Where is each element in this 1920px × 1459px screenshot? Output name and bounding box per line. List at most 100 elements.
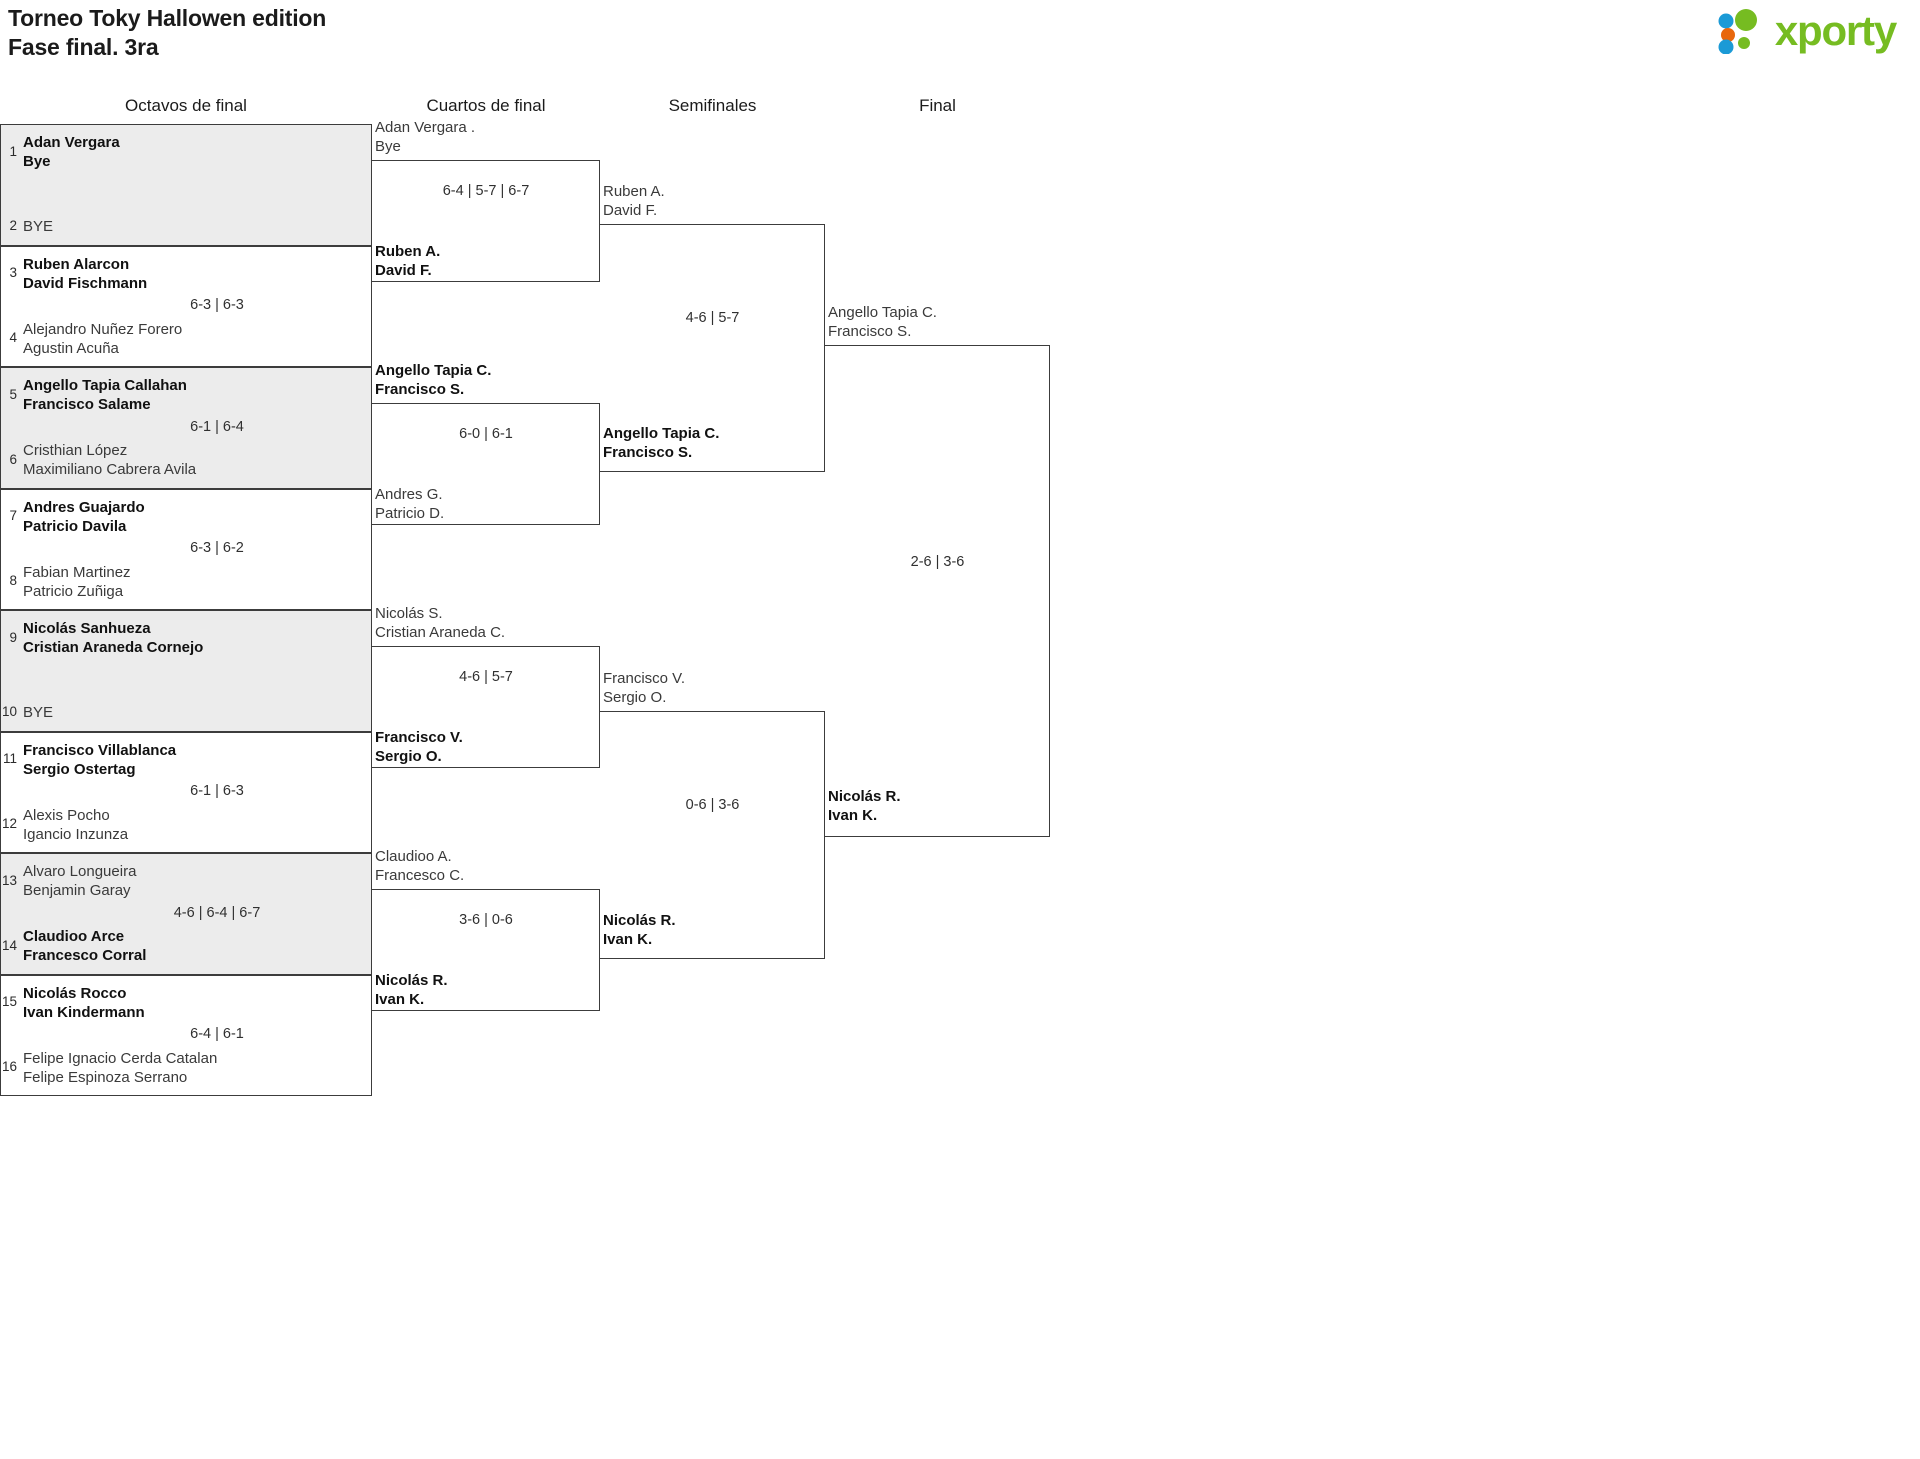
cuartos-entrant-inside-4[interactable]: Nicolás R.Ivan K. bbox=[375, 971, 448, 1009]
player-names: BYE bbox=[23, 704, 54, 722]
final-match[interactable]: 2-6 | 3-6 bbox=[825, 345, 1050, 837]
seed-number: 4 bbox=[9, 330, 17, 346]
seed-number: 5 bbox=[9, 386, 17, 402]
octavos-score-4: 6-3 | 6-2 bbox=[190, 540, 244, 557]
cuartos-match-3[interactable]: 4-6 | 5-7 bbox=[372, 646, 600, 768]
seed-number: 15 bbox=[1, 994, 17, 1010]
semifinal-match-2[interactable]: 0-6 | 3-6 bbox=[600, 711, 825, 959]
semifinal-match-1[interactable]: 4-6 | 5-7 bbox=[600, 224, 825, 472]
cuartos-entrant-inside-4-line2: Ivan K. bbox=[375, 991, 425, 1009]
semifinal-entrant-inside-1[interactable]: Angello Tapia C. Francisco S. bbox=[603, 424, 719, 462]
cuartos-entrant-above-4[interactable]: Claudioo A.Francesco C. bbox=[375, 847, 464, 885]
final-entrant-inside-line2: Ivan K. bbox=[828, 807, 878, 825]
semifinal-entrant-inside-1-line2: Francisco S. bbox=[603, 444, 693, 462]
seed-number: 3 bbox=[9, 265, 17, 281]
octavos-score-7: 4-6 | 6-4 | 6-7 bbox=[173, 904, 261, 921]
xporty-logo[interactable]: xporty bbox=[1717, 7, 1897, 55]
semifinal-entrant-above-2[interactable]: Francisco V. Sergio O. bbox=[603, 669, 685, 707]
player-names: BYE bbox=[23, 218, 54, 236]
final-entrant-above-line1: Angello Tapia C. bbox=[828, 304, 937, 321]
final-entrant-above[interactable]: Angello Tapia C. Francisco S. bbox=[828, 303, 937, 341]
seed-number: 2 bbox=[9, 218, 17, 234]
cuartos-score-4: 3-6 | 0-6 bbox=[459, 912, 513, 928]
semifinal-entrant-inside-1-line1: Angello Tapia C. bbox=[603, 425, 720, 442]
octavos-score-6: 6-1 | 6-3 bbox=[190, 783, 244, 800]
cuartos-match-2[interactable]: 6-0 | 6-1 bbox=[372, 403, 600, 525]
final-entrant-inside[interactable]: Nicolás R.Ivan K. bbox=[828, 787, 901, 825]
cuartos-entrant-inside-2[interactable]: Andres G. Patricio D. bbox=[375, 485, 444, 523]
cuartos-match-4[interactable]: 3-6 | 0-6 bbox=[372, 889, 600, 1011]
octavos-score-3: 6-1 | 6-4 bbox=[190, 418, 244, 435]
cuartos-score-1: 6-4 | 5-7 | 6-7 bbox=[442, 183, 530, 199]
seed-number: 9 bbox=[9, 629, 17, 645]
semifinal-entrant-above-1-line1: Ruben A. bbox=[603, 183, 665, 200]
page-title: Torneo Toky Hallowen edition Fase final.… bbox=[8, 4, 326, 63]
logo-dots-icon bbox=[1717, 8, 1769, 55]
seed-number: 8 bbox=[9, 573, 17, 589]
semifinal-entrant-above-2-line1: Francisco V. bbox=[603, 670, 685, 687]
cuartos-entrant-above-3-line1: Nicolás S. bbox=[375, 605, 443, 622]
octavos-slot-10[interactable]: 10 BYE bbox=[1, 703, 371, 722]
round-header-octavos: Octavos de final bbox=[125, 96, 247, 115]
final-entrant-above-line2: Francisco S. bbox=[828, 323, 912, 341]
semifinal-entrant-inside-2[interactable]: Nicolás R.Ivan K. bbox=[603, 911, 676, 949]
semifinal-score-2: 0-6 | 3-6 bbox=[685, 797, 740, 813]
cuartos-entrant-above-2[interactable]: Angello Tapia C.Francisco S. bbox=[375, 361, 491, 399]
semifinal-entrant-above-1[interactable]: Ruben A.David F. bbox=[603, 182, 665, 220]
cuartos-entrant-inside-1[interactable]: Ruben A.David F. bbox=[375, 242, 440, 280]
seed-number: 11 bbox=[2, 751, 17, 767]
tournament-title: Torneo Toky Hallowen edition bbox=[8, 5, 327, 31]
seed-number: 16 bbox=[1, 1059, 17, 1075]
cuartos-entrant-above-2-line1: Angello Tapia C. bbox=[375, 362, 492, 379]
cuartos-entrant-inside-3[interactable]: Francisco V.Sergio O. bbox=[375, 728, 463, 766]
final-score: 2-6 | 3-6 bbox=[910, 554, 965, 570]
cuartos-entrant-above-4-line1: Claudioo A. bbox=[375, 848, 452, 865]
seed-number: 10 bbox=[1, 704, 17, 720]
cuartos-entrant-inside-2-line2: Patricio D. bbox=[375, 505, 445, 523]
seed-number: 7 bbox=[9, 508, 17, 524]
cuartos-entrant-inside-2-line1: Andres G. bbox=[375, 486, 443, 503]
seed-number: 1 bbox=[9, 143, 17, 159]
cuartos-score-2: 6-0 | 6-1 bbox=[459, 426, 513, 442]
cuartos-entrant-inside-1-line2: David F. bbox=[375, 262, 432, 280]
cuartos-entrant-above-3[interactable]: Nicolás S. Cristian Araneda C. bbox=[375, 604, 505, 642]
semifinal-entrant-above-2-line2: Sergio O. bbox=[603, 689, 667, 707]
cuartos-match-1[interactable]: 6-4 | 5-7 | 6-7 bbox=[372, 160, 600, 282]
logo-wordmark: xporty bbox=[1774, 7, 1897, 54]
octavos-slot-2[interactable]: 2 BYE bbox=[1, 217, 371, 236]
cuartos-entrant-above-3-line2: Cristian Araneda C. bbox=[375, 624, 506, 642]
cuartos-entrant-above-1[interactable]: Adan Vergara .Bye bbox=[375, 118, 475, 156]
cuartos-entrant-inside-3-line2: Sergio O. bbox=[375, 748, 442, 766]
